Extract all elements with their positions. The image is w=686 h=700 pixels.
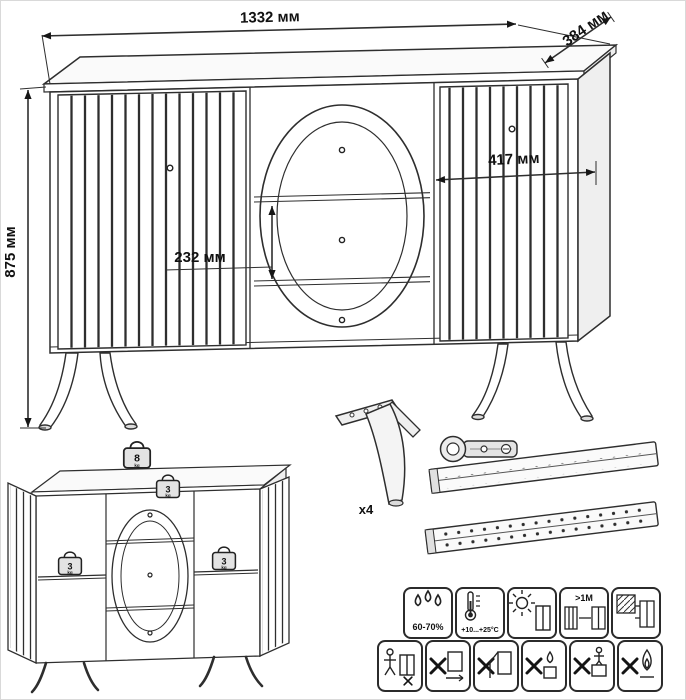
left-door — [57, 90, 247, 350]
drawer-knob-bottom — [338, 316, 346, 324]
right-door-slats — [442, 85, 566, 340]
care-icon-heater-distance: >1M — [559, 587, 609, 639]
right-shelf — [193, 569, 259, 576]
wall-hatch-icon — [616, 594, 636, 614]
care-icon-no-liquids — [521, 640, 567, 692]
cabinet-glyph — [399, 654, 415, 676]
drawer-slide-upper — [428, 441, 659, 494]
leg-quantity-label: x4 — [359, 502, 374, 517]
water-drops-icon — [414, 589, 442, 607]
front-left-leg — [38, 352, 79, 429]
care-icon-no-heat — [617, 640, 663, 692]
care-icon-humidity: 60-70% — [403, 587, 453, 639]
cabinet-glyph — [639, 600, 655, 628]
drawer-gap-1b — [253, 197, 431, 203]
dim-inner-width-label: 417 мм — [488, 150, 540, 169]
dim-height-label: 875 мм — [2, 226, 19, 277]
care-icon-no-climb — [569, 640, 615, 692]
weight-top-value: 8 — [134, 453, 140, 465]
care-icons-row-2 — [377, 640, 663, 692]
right-side-panel — [577, 51, 611, 343]
open-view-legs — [30, 655, 264, 694]
dim-width-label: 1332 мм — [240, 8, 300, 26]
climb-glyph — [591, 646, 607, 677]
cabinet-glyph — [591, 606, 606, 630]
open-door-glyph — [489, 651, 512, 678]
dim-inner-width: 417 мм — [435, 150, 597, 185]
cabinet-glyph — [535, 605, 551, 631]
care-icon-temperature: +10...+25°C — [455, 587, 505, 639]
weight-drawer: 3 kg — [155, 474, 181, 499]
dim-drawer-height: 232 мм — [164, 206, 276, 279]
min-distance-label: >1M — [575, 593, 593, 603]
front-right-leg — [555, 341, 594, 421]
open-left-door — [7, 481, 37, 665]
drawer-gap-1a — [253, 192, 431, 198]
back-right-leg — [471, 343, 509, 419]
drawer-knob-middle — [338, 236, 346, 244]
drawer-gap-2a — [253, 276, 431, 282]
care-icon-no-single-carry — [377, 640, 423, 692]
drawer-gap-2b — [253, 281, 431, 287]
weight-top: 8 kg — [122, 441, 152, 469]
weight-drawer-unit: kg — [165, 493, 171, 498]
legs — [38, 341, 594, 431]
dim-depth-label: 384 мм — [559, 7, 611, 50]
weight-left-shelf-value: 3 — [67, 562, 72, 572]
care-icon-wall-fixing — [611, 587, 661, 639]
weight-right-shelf-unit: kg — [221, 565, 227, 570]
weight-left-shelf-unit: kg — [67, 570, 73, 575]
sun-icon — [509, 590, 535, 616]
drawer-slide-lower — [424, 501, 659, 555]
left-door-slats — [60, 92, 244, 348]
sideboard-open-view: 8 kg 3 kg 3 kg 3 kg — [7, 441, 292, 694]
temperature-range-label: +10...+25°C — [461, 626, 498, 634]
back-left-leg — [99, 352, 138, 429]
dim-drawer-height-label: 232 мм — [174, 249, 225, 266]
sideboard-main-view — [38, 43, 619, 431]
weight-right-shelf: 3 kg — [211, 546, 237, 571]
open-middle-drawers — [105, 509, 195, 643]
dim-height: 875 мм — [2, 86, 47, 429]
person-icon — [384, 648, 396, 676]
drag-cabinet-glyph — [446, 651, 464, 682]
right-door-knob — [508, 125, 516, 133]
liquid-glyph — [543, 650, 557, 679]
weight-right-shelf-value: 3 — [221, 557, 226, 567]
care-icons-row-1: 60-70% +10...+25°C — [403, 587, 661, 639]
middle-drawer-section — [253, 104, 431, 328]
right-door — [439, 83, 569, 342]
flame-glyph — [640, 648, 654, 678]
weight-drawer-value: 3 — [165, 485, 170, 495]
leg-component: x4 — [334, 399, 421, 517]
care-icon-no-hang-on-door — [473, 640, 519, 692]
open-right-door — [259, 476, 290, 658]
oval-outer — [259, 104, 425, 328]
left-door-knob — [166, 164, 174, 172]
left-shelf — [37, 574, 107, 581]
weight-top-unit: kg — [134, 463, 140, 468]
weight-left-shelf: 3 kg — [57, 551, 83, 576]
humidity-range-label: 60-70% — [412, 622, 443, 632]
drawer-knob-top — [338, 146, 346, 154]
care-icon-sunlight — [507, 587, 557, 639]
care-icon-no-drag — [425, 640, 471, 692]
radiator-icon — [564, 606, 578, 630]
thermometer-icon — [464, 591, 480, 621]
oval-inner — [276, 121, 408, 311]
